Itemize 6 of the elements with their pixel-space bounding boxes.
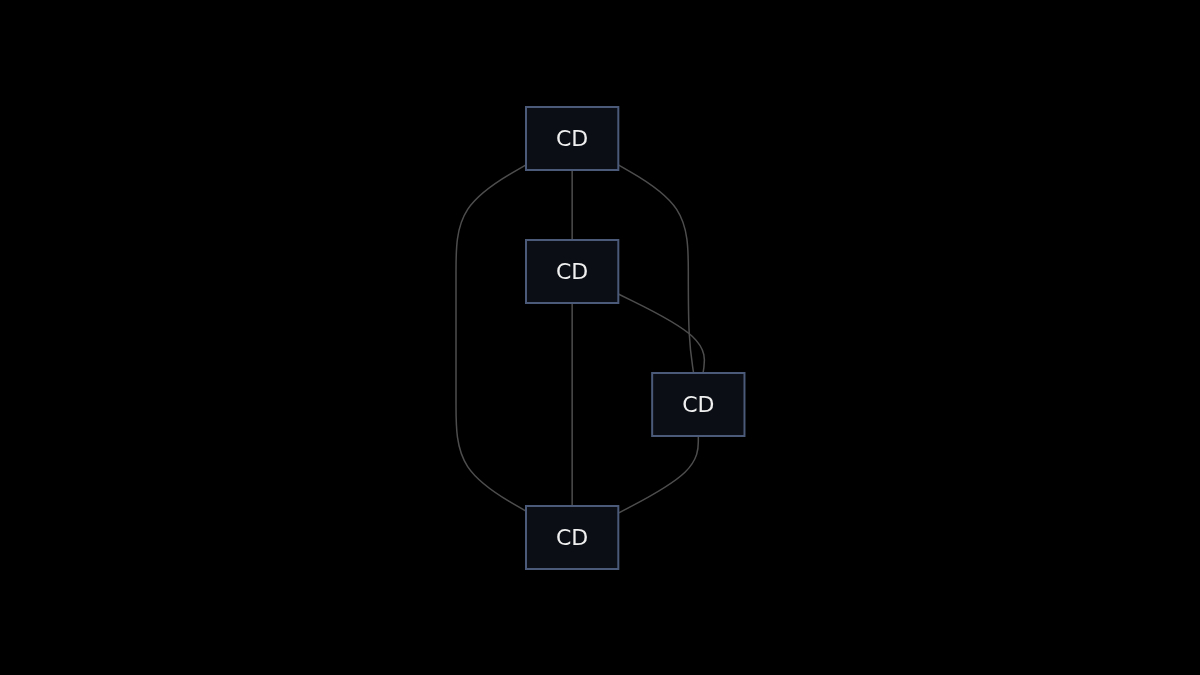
- node-box: CD: [524, 238, 620, 304]
- node-box: CD: [524, 105, 620, 171]
- connector: [571, 301, 573, 507]
- node-box: CD: [650, 371, 746, 437]
- connector: [571, 168, 573, 241]
- node-box: CD: [524, 504, 620, 570]
